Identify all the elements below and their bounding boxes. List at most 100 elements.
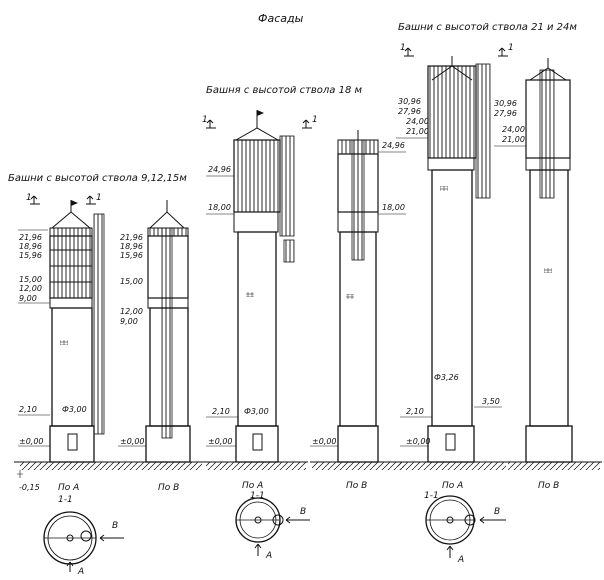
elevation-label: 27,96 xyxy=(398,107,421,116)
elevation-label: 18,00 xyxy=(208,203,231,212)
section-arrow-left xyxy=(404,47,414,57)
ground-hatch xyxy=(20,462,120,470)
arrow-a-icon xyxy=(446,545,454,558)
tank-body xyxy=(427,65,477,159)
section-arrow-left xyxy=(30,195,40,205)
tower-base xyxy=(427,425,475,463)
elevation-label: 18,96 xyxy=(19,242,42,251)
central-ladder xyxy=(161,227,173,439)
external-ladder xyxy=(93,213,105,435)
plan-arrow-a: А xyxy=(265,551,272,561)
mark-base: 2,10 xyxy=(19,405,37,414)
elevation-label: 15,96 xyxy=(120,251,143,260)
tower-group-3-caption: Башни с высотой ствола 21 и 24м xyxy=(398,22,577,33)
plan-section-2: 1-1 А В xyxy=(235,491,310,561)
door xyxy=(445,433,456,451)
brick-patch xyxy=(440,186,448,191)
plan-arrow-b: В xyxy=(494,507,500,517)
elevation-label: 18,96 xyxy=(120,242,143,251)
diameter-label: Ф3,26 xyxy=(434,373,459,382)
tower-3-view-b xyxy=(506,58,602,470)
door xyxy=(67,433,78,451)
external-ladder xyxy=(279,135,295,237)
elevation-label: 21,00 xyxy=(502,135,525,144)
section-arrow-right xyxy=(302,119,312,129)
section-arrow-right xyxy=(86,195,96,205)
section-arrow-right xyxy=(498,47,508,57)
tank-body xyxy=(49,235,93,299)
elevation-label: 30,96 xyxy=(494,99,517,108)
view-label-b: По В xyxy=(538,481,559,491)
mark-side: 3,50 xyxy=(482,397,500,406)
section-mark-right: 1 xyxy=(312,115,318,125)
elevation-label: 27,96 xyxy=(494,109,517,118)
mark-base: 2,10 xyxy=(406,407,424,416)
elevation-label: 12,00 xyxy=(19,284,42,293)
elevation-label: 21,00 xyxy=(406,127,429,136)
mark-zero: ±0,00 xyxy=(19,437,44,446)
elevation-label: 24,00 xyxy=(502,125,525,134)
mark-zero-b: ±0,00 xyxy=(120,437,145,446)
tower-group-2: Башня с высотой ствола 18 м 1 1 24,96 18… xyxy=(202,85,406,561)
elevations-2b: 24,96 18,00 ±0,00 xyxy=(310,141,406,447)
arrow-b-icon xyxy=(479,516,506,524)
section-mark-left: 1 xyxy=(26,193,32,203)
plan-arrow-b: В xyxy=(112,521,118,531)
arrow-b-icon xyxy=(99,534,124,542)
tower-1-view-a xyxy=(14,200,124,470)
section-mark-left: 1 xyxy=(202,115,208,125)
section-mark-left: 1 xyxy=(400,43,406,53)
elevation-label: 30,96 xyxy=(398,97,421,106)
elevation-label: 24,00 xyxy=(406,117,429,126)
tower-group-2-caption: Башня с высотой ствола 18 м xyxy=(206,85,363,96)
tower-2-view-a xyxy=(204,110,308,470)
tower-group-1-caption: Башни с высотой ствола 9,12,15м xyxy=(8,173,187,184)
arrow-a-icon xyxy=(254,543,262,556)
elevation-label: 21,96 xyxy=(120,233,143,242)
elevation-label: 15,96 xyxy=(19,251,42,260)
brick-patch xyxy=(60,340,68,345)
mark-zero-b: ±0,00 xyxy=(312,437,337,446)
elevation-label: 24,96 xyxy=(382,141,405,150)
arrow-b-icon xyxy=(285,516,310,524)
tower-shaft xyxy=(237,231,277,427)
elevation-label: 9,00 xyxy=(120,317,138,326)
mark-zero: ±0,00 xyxy=(406,437,431,446)
central-ladder xyxy=(351,139,365,261)
view-label-b: По В xyxy=(158,483,179,493)
tower-shaft xyxy=(431,169,473,427)
view-label-a: По А xyxy=(58,483,79,493)
flag-icon xyxy=(71,200,78,206)
tower-3-view-a xyxy=(396,56,508,470)
tower-base xyxy=(235,425,279,463)
diameter-label: Ф3,00 xyxy=(62,405,87,414)
tank-body xyxy=(233,139,281,213)
plan-arrow-a: А xyxy=(457,555,464,565)
elevation-label: 24,96 xyxy=(208,165,231,174)
view-label-a: По А xyxy=(442,481,463,491)
plan-arrow-a: А xyxy=(77,567,84,577)
diameter-label: Ф3,00 xyxy=(244,407,269,416)
elevations-1b: 21,96 18,96 15,96 15,00 12,00 9,00 ±0,00 xyxy=(118,233,146,447)
plan-arrow-b: В xyxy=(300,507,306,517)
section-arrow-left xyxy=(206,119,216,129)
tower-group-3: Башни с высотой ствола 21 и 24м 1 1 30,9… xyxy=(396,22,602,565)
mark-ground: -0,15 xyxy=(19,483,40,492)
elevation-label: 9,00 xyxy=(19,294,37,303)
brick-patch xyxy=(246,292,254,297)
section-mark-right: 1 xyxy=(96,193,102,203)
door xyxy=(252,433,263,451)
tower-base xyxy=(49,425,95,463)
elevation-label: 21,96 xyxy=(19,233,42,242)
central-ladder xyxy=(539,69,555,199)
elevation-label: 15,00 xyxy=(19,275,42,284)
external-ladder xyxy=(475,63,491,199)
tower-group-1: Башни с высотой ствола 9,12,15м 1 1 xyxy=(8,173,204,577)
section-title: 1-1 xyxy=(424,491,439,501)
tower-1-view-b xyxy=(116,200,204,470)
plan-section-1: 1-1 А В xyxy=(43,495,124,577)
tower-2-view-b xyxy=(310,130,406,470)
plan-section-3: 1-1 А В xyxy=(424,491,506,565)
elevation-label: 18,00 xyxy=(382,203,405,212)
